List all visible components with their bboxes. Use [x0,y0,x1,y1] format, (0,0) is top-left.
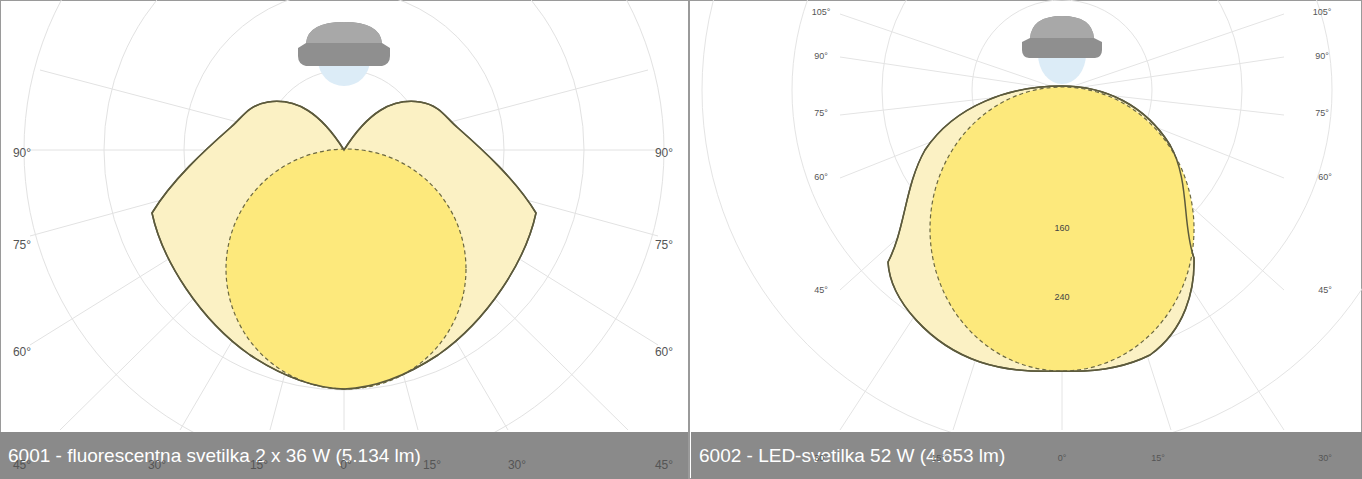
angle-label: 15° [250,459,268,471]
angle-label: 60° [814,173,828,182]
angle-label: 45° [13,459,31,471]
angle-label: 0° [340,459,351,471]
angle-label: 15° [931,454,945,463]
caption-text: 6001 - fluorescentna svetilka 2 x 36 W (… [8,446,421,465]
angle-label: 15° [1151,454,1165,463]
angle-label: 45° [1318,286,1332,295]
angle-label: 30° [1318,454,1332,463]
angle-label: 30° [814,454,828,463]
angle-label: 105° [812,8,831,17]
angle-label: 60° [1318,173,1332,182]
angle-label: 30° [508,459,526,471]
intensity-value: 160 [1054,224,1069,233]
caption-bar: 6002 - LED-svetilka 52 W (4.653 lm) [691,432,1362,479]
angle-label: 30° [148,459,166,471]
angle-label: 45° [655,459,673,471]
angle-label: 75° [814,109,828,118]
angle-label: 75° [13,239,31,251]
caption-bar: 6001 - fluorescentna svetilka 2 x 36 W (… [0,432,688,479]
angle-label: 90° [1315,52,1329,61]
intensity-value: 240 [1054,293,1069,302]
angle-label: 60° [13,346,31,358]
angle-label: 60° [655,346,673,358]
angle-label: 15° [423,459,441,471]
angle-label: 0° [1058,454,1067,463]
angle-label: 75° [655,239,673,251]
angle-label: 90° [655,147,673,159]
angle-label: 90° [814,52,828,61]
angle-label: 75° [1315,109,1329,118]
angle-label: 45° [814,286,828,295]
caption-text: 6002 - LED-svetilka 52 W (4.653 lm) [699,446,1005,465]
angle-label: 90° [13,147,31,159]
angle-label: 105° [1313,8,1332,17]
